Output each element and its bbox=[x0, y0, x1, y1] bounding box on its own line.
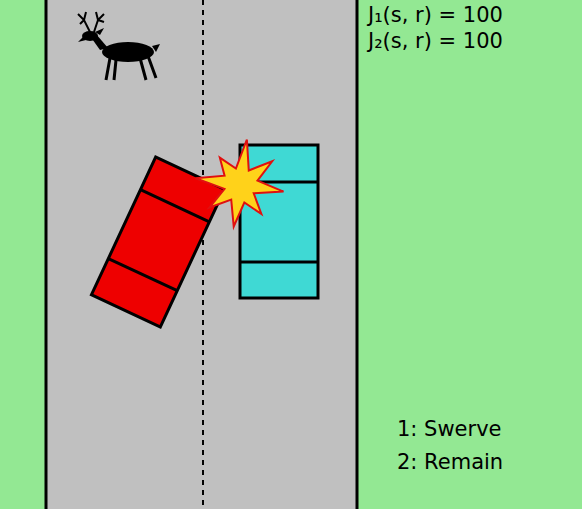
road-edge bbox=[356, 0, 359, 509]
car-remain bbox=[240, 145, 318, 298]
lane-divider bbox=[202, 0, 204, 509]
road bbox=[46, 0, 357, 509]
cost-label: J₁(s, r) = 100 bbox=[368, 3, 503, 27]
road-edge bbox=[45, 0, 48, 509]
action-label: 2: Remain bbox=[397, 450, 503, 474]
action-label: 1: Swerve bbox=[397, 417, 502, 441]
collision-star bbox=[196, 140, 284, 227]
deer bbox=[78, 12, 160, 80]
collision-star bbox=[196, 140, 284, 227]
cost-label: J₂(s, r) = 100 bbox=[368, 29, 503, 53]
